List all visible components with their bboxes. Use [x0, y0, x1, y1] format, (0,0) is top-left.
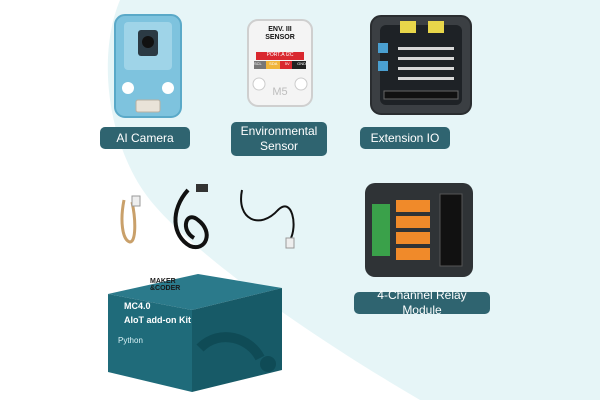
cables-image	[120, 184, 295, 250]
ai-camera-image	[114, 14, 182, 118]
box-model: MC4.0	[124, 301, 151, 311]
environmental-sensor-label: Environmental Sensor	[231, 122, 327, 156]
box-kit-name: AIoT add-on Kit	[124, 315, 191, 325]
env-sensor-port: PORT.A I2C	[266, 52, 294, 58]
extension-io-image	[370, 15, 472, 115]
relay-module-image	[365, 183, 473, 277]
kit-box-image	[108, 274, 282, 392]
box-brand: MAKER &CODER	[150, 278, 181, 292]
env-sensor-title: ENV. III SENSOR	[265, 26, 295, 41]
ai-camera-label: AI Camera	[100, 127, 190, 149]
env-sensor-pins: SCL SDA 5V GND	[254, 61, 306, 66]
extension-io-label: Extension IO	[360, 127, 450, 149]
relay-module-label: 4-Channel Relay Module	[354, 288, 490, 317]
environmental-sensor-image	[247, 19, 313, 107]
box-side-text: Python	[118, 336, 143, 345]
env-sensor-logo: M5	[272, 86, 288, 98]
